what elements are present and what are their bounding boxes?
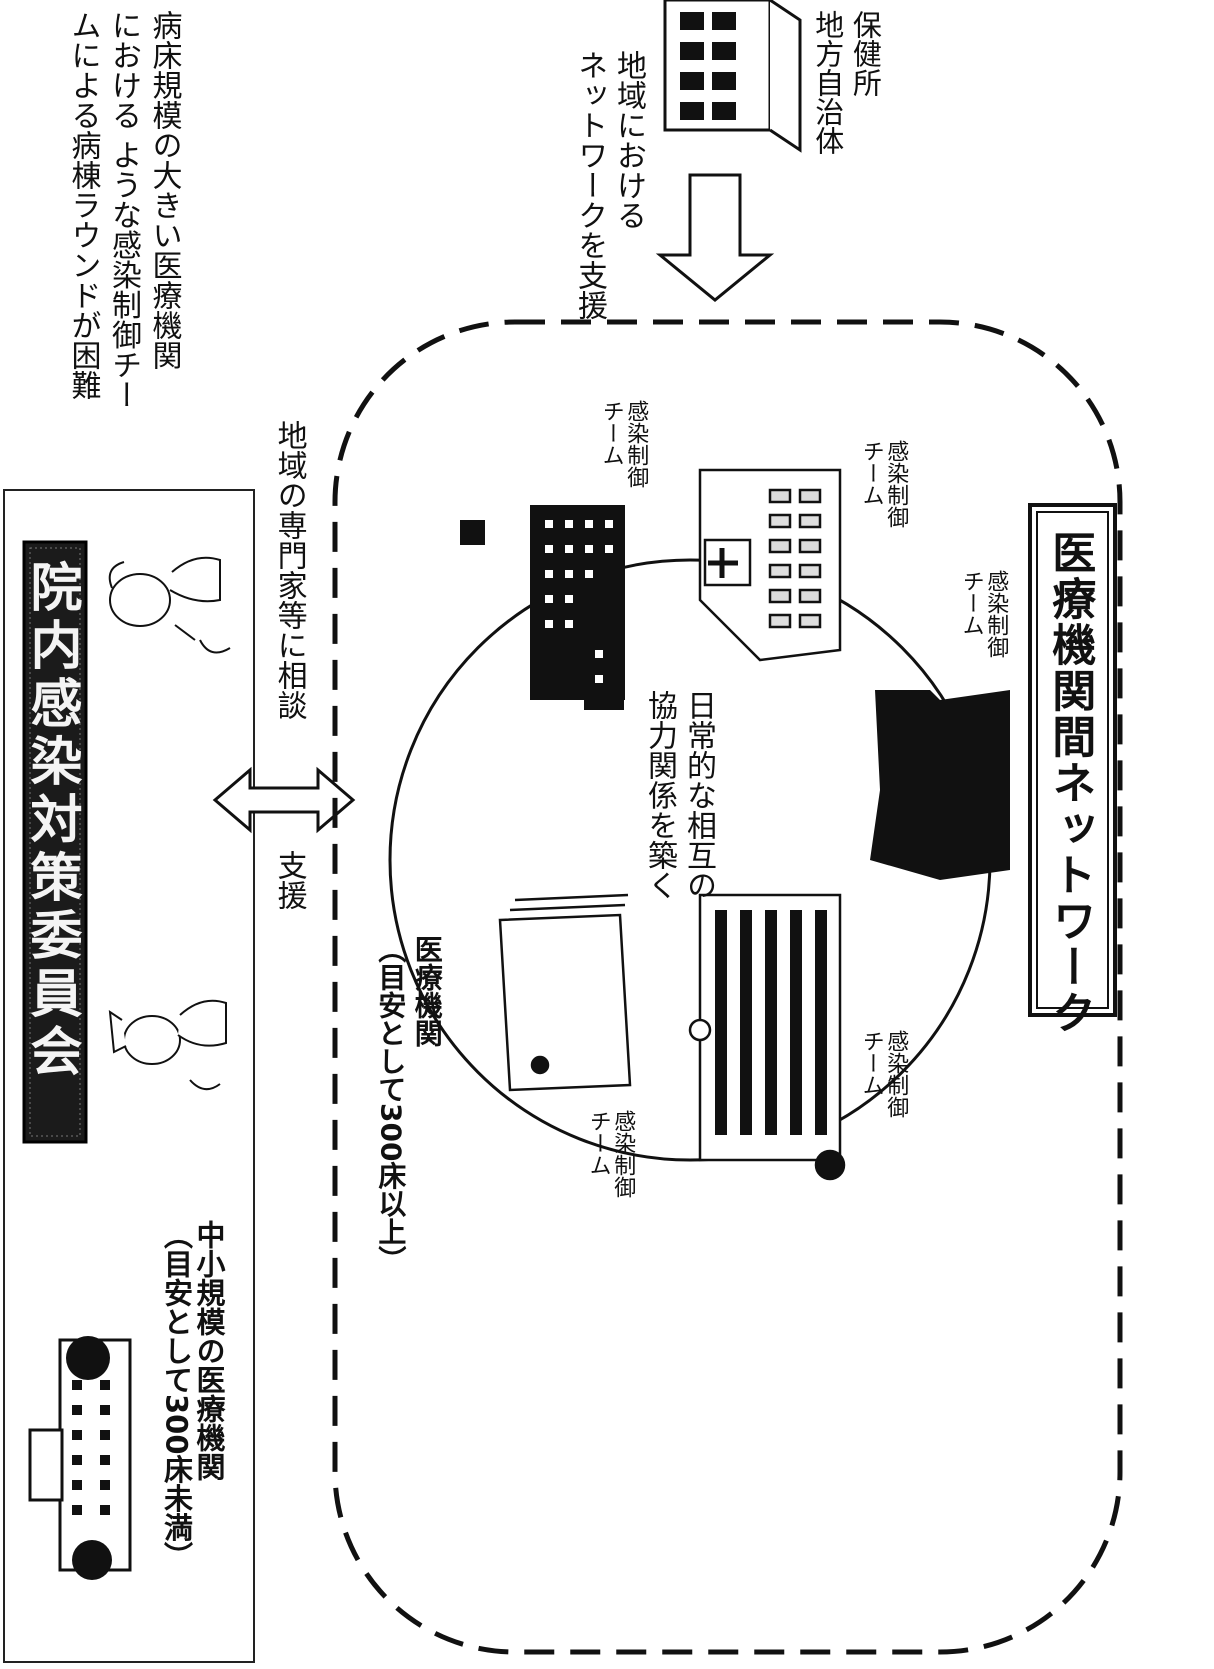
hospital-building-lower-right — [870, 690, 1010, 880]
small-hospital-caption-line1: 中小規模の医療機関 — [191, 1220, 226, 1481]
team-label-top: 感染制御 チーム — [598, 400, 649, 488]
hospital-building-top — [460, 505, 625, 710]
public-health-label: 保健所 地方自治体 — [808, 10, 883, 155]
public-health-label-line1: 保健所 — [848, 10, 883, 97]
network-group-label-line1: 医療機関 — [410, 935, 444, 1047]
committee-title: 院内感染対策委員会 — [21, 560, 81, 1082]
problem-note-line1: 病床規模の大きい医療機関 — [146, 10, 182, 370]
public-health-support: 地域における ネットワークを支援 — [570, 50, 648, 320]
small-hospital-caption: 中小規模の医療機関 （目安として300床未満） — [159, 1220, 226, 1571]
nurse-illustration — [108, 999, 227, 1091]
doctor-illustration — [108, 556, 231, 654]
public-health-label-line2: 地方自治体 — [810, 10, 845, 155]
team-label-top-line2: チーム — [598, 400, 624, 466]
hospital-building-lower-left — [498, 893, 632, 1092]
team-label-bottom-line1: 感染制御 — [883, 1030, 909, 1118]
cooperation-text: 日常的な相互の 協力関係を築く — [640, 690, 718, 900]
network-group-label: 医療機関 （目安として300床以上） — [372, 935, 445, 1273]
cooperation-text-line1: 日常的な相互の — [681, 690, 716, 900]
network-boundary — [332, 319, 1123, 1655]
problem-note: 病床規模の大きい医療機関 における ような感染制御チー ムによる病棟ラウンドが困… — [62, 10, 184, 410]
team-label-lower-right-line1: 感染制御 — [983, 570, 1009, 658]
cooperation-text-line2: 協力関係を築く — [642, 690, 677, 900]
network-title-frame — [1028, 503, 1117, 1017]
committee-title-banner — [22, 540, 88, 1144]
team-label-bottom: 感染制御 チーム — [858, 1030, 909, 1118]
team-label-lower-left-line2: チーム — [585, 1110, 611, 1176]
down-arrow — [655, 173, 775, 302]
team-label-top-line1: 感染制御 — [623, 400, 649, 488]
committee-panel-frame — [3, 489, 255, 1663]
team-label-lower-left-line1: 感染制御 — [610, 1110, 636, 1198]
team-label-right-line2: チーム — [858, 440, 884, 506]
hospital-building-right — [698, 468, 842, 662]
support-double-arrow — [212, 766, 356, 834]
problem-note-line2: における ような感染制御チー — [106, 10, 141, 410]
small-hospital-caption-line2: （目安として300床未満） — [159, 1220, 194, 1571]
network-title: 医療機関間ネットワーク — [1044, 530, 1096, 1036]
consult-label: 地域の専門家等に相談 — [271, 420, 307, 720]
team-label-right: 感染制御 チーム — [858, 440, 909, 528]
public-health-support-line1: 地域における — [611, 50, 646, 230]
hospital-building-bottom — [688, 893, 846, 1181]
team-label-lower-right: 感染制御 チーム — [958, 570, 1009, 658]
team-label-lower-left: 感染制御 チーム — [585, 1110, 636, 1198]
team-label-bottom-line2: チーム — [858, 1030, 884, 1096]
public-health-building — [663, 0, 802, 153]
small-hospital-icon — [28, 1336, 132, 1580]
problem-note-line3: ムによる病棟ラウンドが困難 — [65, 10, 101, 400]
team-label-right-line1: 感染制御 — [883, 440, 909, 528]
public-health-support-line2: ネットワークを支援 — [572, 50, 607, 320]
team-label-lower-right-line2: チーム — [958, 570, 984, 636]
support-label: 支援 — [271, 850, 307, 910]
network-group-label-line2: （目安として300床以上） — [374, 935, 408, 1274]
